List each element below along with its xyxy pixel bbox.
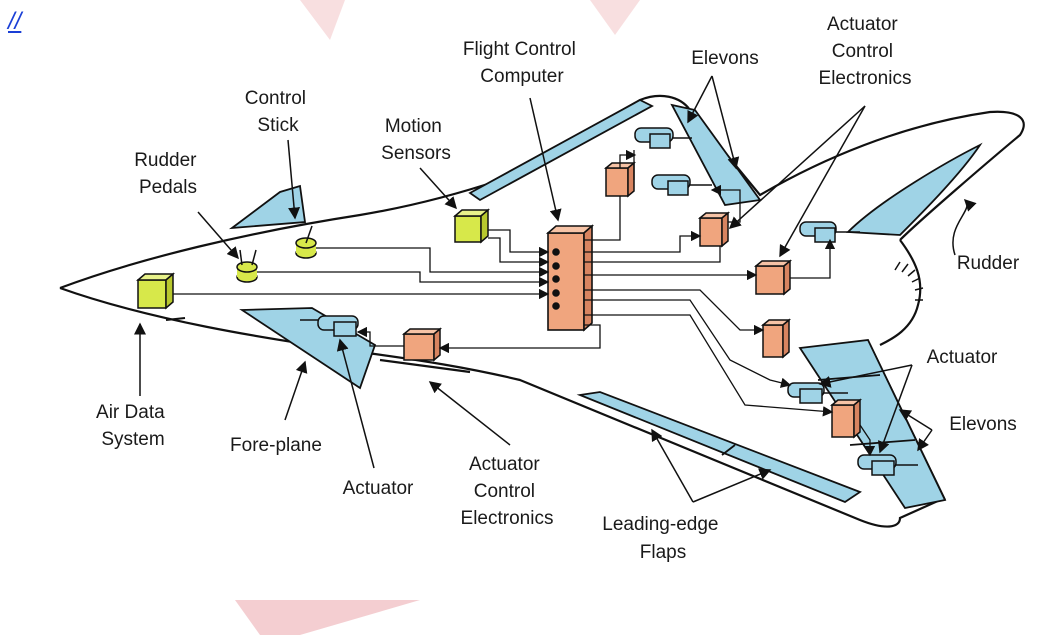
labels: Control Stick Rudder Pedals Motion Senso…: [96, 14, 1020, 563]
rudder-pedals-icon: [236, 249, 258, 283]
leading-edge-flap-top: [468, 98, 654, 202]
canopy: [228, 184, 307, 230]
label-actuator-right: Actuator: [927, 347, 998, 368]
control-surfaces: [228, 98, 983, 510]
sensors: [135, 208, 491, 321]
label-rudder: Rudder: [957, 253, 1020, 274]
actuator-icon: [651, 174, 712, 196]
label-ace-bottom: Actuator Control Electronics: [461, 454, 554, 529]
rudder-fin: [845, 142, 983, 236]
top-left-link[interactable]: //: [8, 8, 22, 35]
label-leading-edge-flaps: Leading-edge Flaps: [602, 514, 724, 563]
ace-box: [603, 161, 637, 198]
label-fore-plane: Fore-plane: [230, 435, 322, 456]
label-motion-sensors: Motion Sensors: [381, 116, 451, 164]
label-elevons-top: Elevons: [691, 48, 759, 69]
label-control-stick: Control Stick: [245, 88, 312, 136]
label-rudder-pedals: Rudder Pedals: [134, 150, 202, 198]
actuators: [300, 127, 918, 476]
actuator-icon: [634, 127, 692, 149]
signal-wires: [173, 149, 876, 457]
actuator-icon: [300, 315, 359, 337]
ace-box: [753, 259, 793, 296]
ace-box: [760, 318, 792, 359]
ace-box: [697, 211, 731, 248]
control-stick-icon: [295, 225, 317, 259]
actuator-control-electronics-boxes: [401, 161, 863, 439]
label-elevons-right: Elevons: [949, 414, 1017, 435]
actuator-icon: [799, 221, 860, 243]
air-data-box: [135, 272, 176, 310]
actuator-icon: [787, 382, 848, 404]
label-flight-control-computer: Flight Control Computer: [463, 39, 581, 87]
ace-box: [829, 398, 863, 439]
label-actuator-bottom: Actuator: [343, 478, 414, 499]
motion-sensor-box: [452, 208, 491, 244]
actuator-icon: [857, 454, 918, 476]
ace-box: [401, 327, 443, 362]
label-air-data-system: Air Data System: [96, 402, 170, 450]
leading-edge-flap-bottom: [576, 391, 862, 504]
leader-lines: [134, 75, 977, 503]
label-ace-top: Actuator Control Electronics: [819, 14, 912, 89]
